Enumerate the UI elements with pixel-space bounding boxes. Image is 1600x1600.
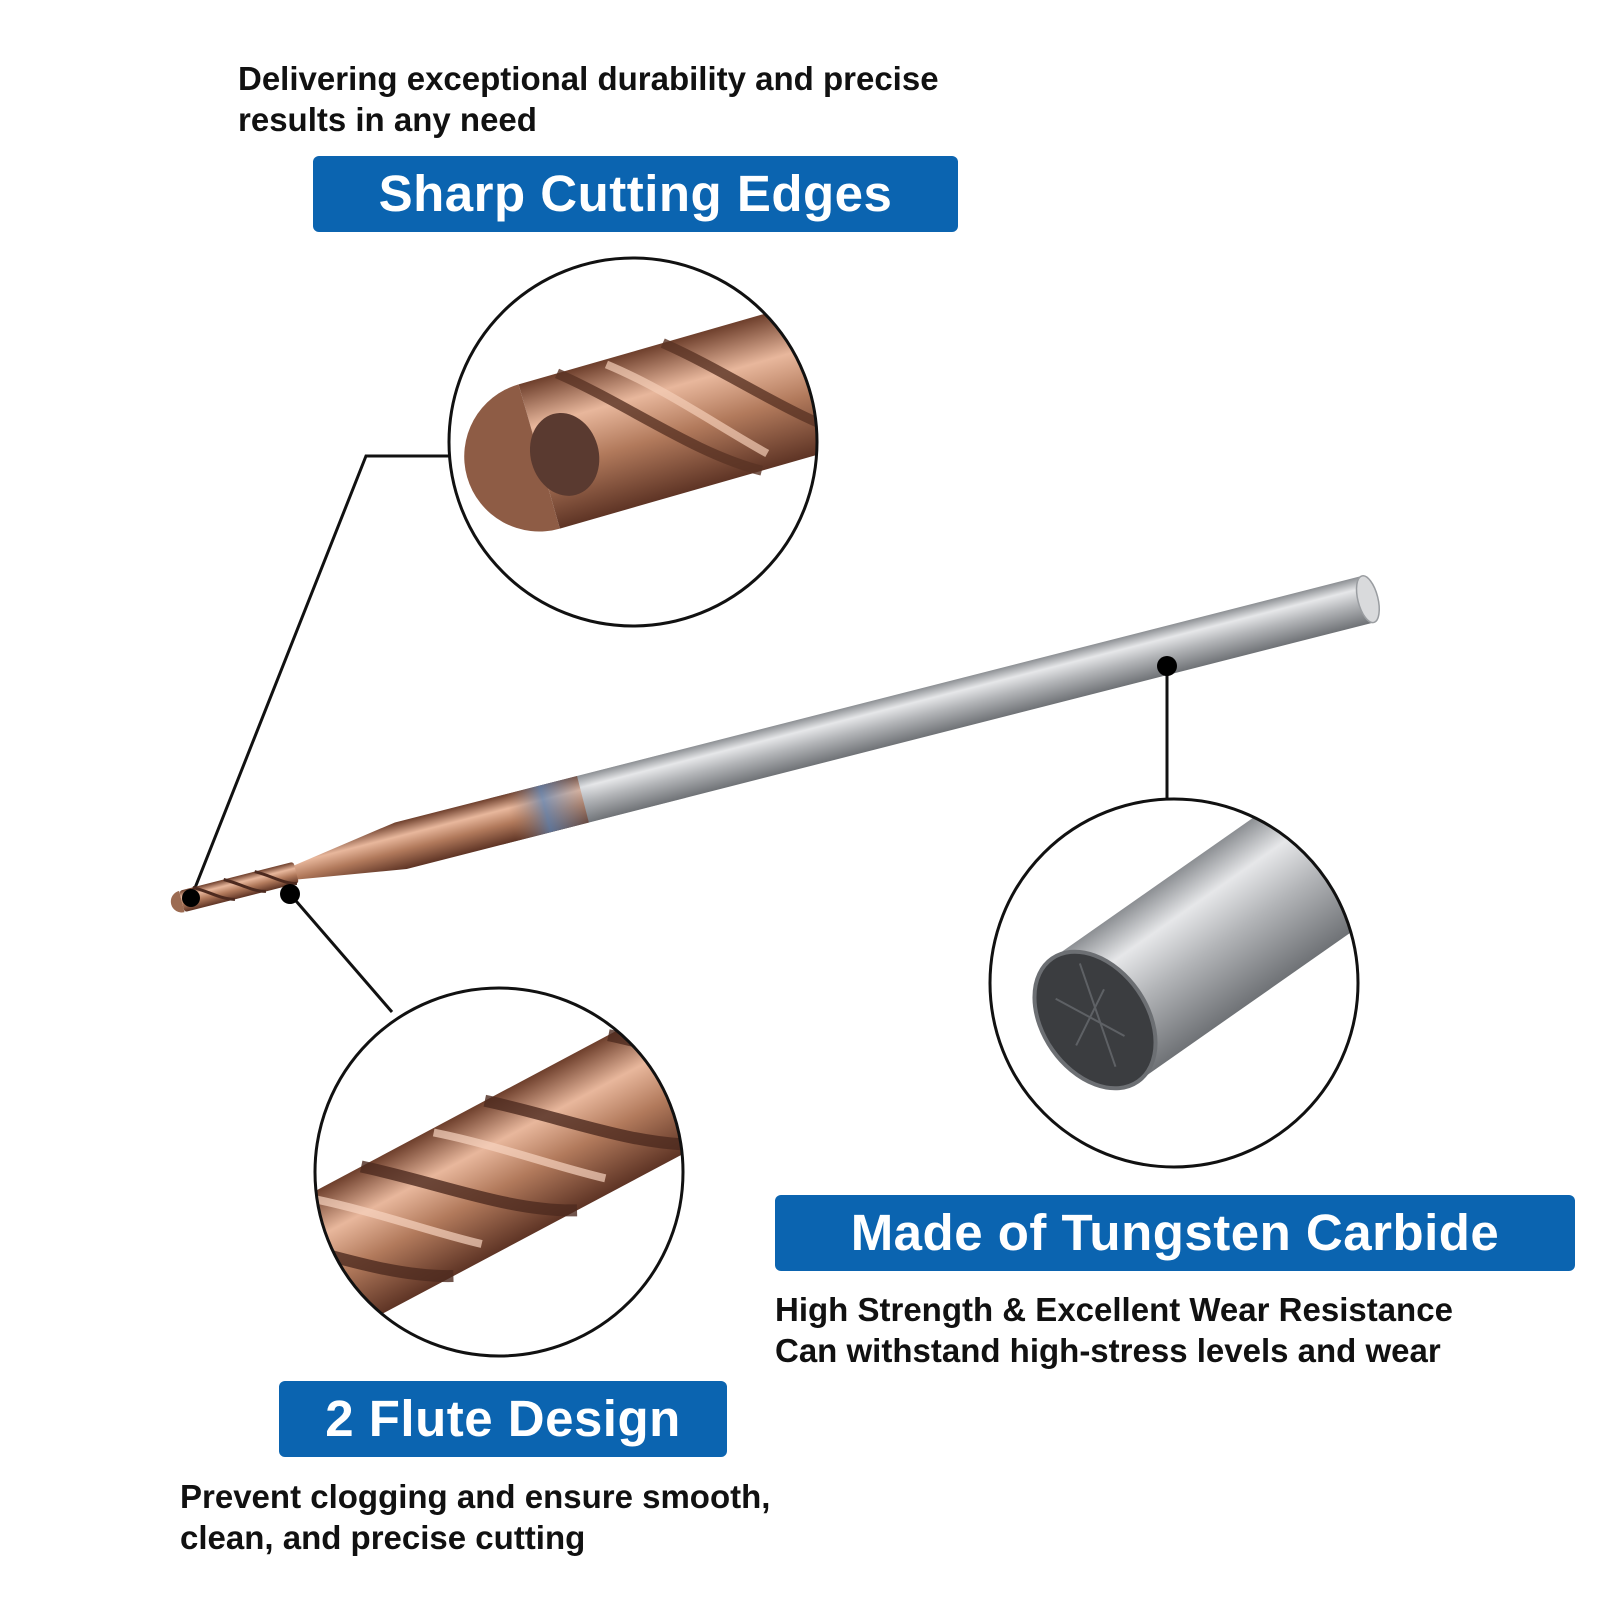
tungsten-carbide-badge: Made of Tungsten Carbide <box>775 1195 1575 1271</box>
magnifier-cutting-tip <box>447 256 819 628</box>
magnifier-shank-end <box>988 797 1360 1169</box>
strength-description: High Strength & Excellent Wear Resistanc… <box>775 1289 1453 1371</box>
tip-marker-dot <box>182 889 200 907</box>
shank-marker-dot <box>1157 656 1177 676</box>
two-flute-design-badge: 2 Flute Design <box>279 1381 727 1457</box>
clogging-line-2: clean, and precise cutting <box>180 1519 586 1556</box>
clogging-line-1: Prevent clogging and ensure smooth, <box>180 1478 771 1515</box>
clogging-description: Prevent clogging and ensure smooth, clea… <box>180 1476 770 1558</box>
durability-description: Delivering exceptional durability and pr… <box>238 58 939 140</box>
tool-shank <box>489 575 1380 845</box>
leader-lines <box>189 454 1169 1013</box>
sharp-cutting-edges-badge: Sharp Cutting Edges <box>313 156 958 232</box>
durability-line-2: results in any need <box>238 101 537 138</box>
strength-line-1: High Strength & Excellent Wear Resistanc… <box>775 1291 1453 1328</box>
tool-neck <box>292 751 686 880</box>
tip-leader-line <box>189 454 452 899</box>
end-mill-tool <box>170 575 1380 913</box>
flute-leader-line <box>288 893 394 1013</box>
durability-line-1: Delivering exceptional durability and pr… <box>238 60 939 97</box>
strength-line-2: Can withstand high-stress levels and wea… <box>775 1332 1441 1369</box>
marker-dots <box>182 656 1177 907</box>
flute-marker-dot <box>280 884 300 904</box>
tool-flutes <box>170 862 299 913</box>
magnifier-flutes <box>313 986 685 1358</box>
